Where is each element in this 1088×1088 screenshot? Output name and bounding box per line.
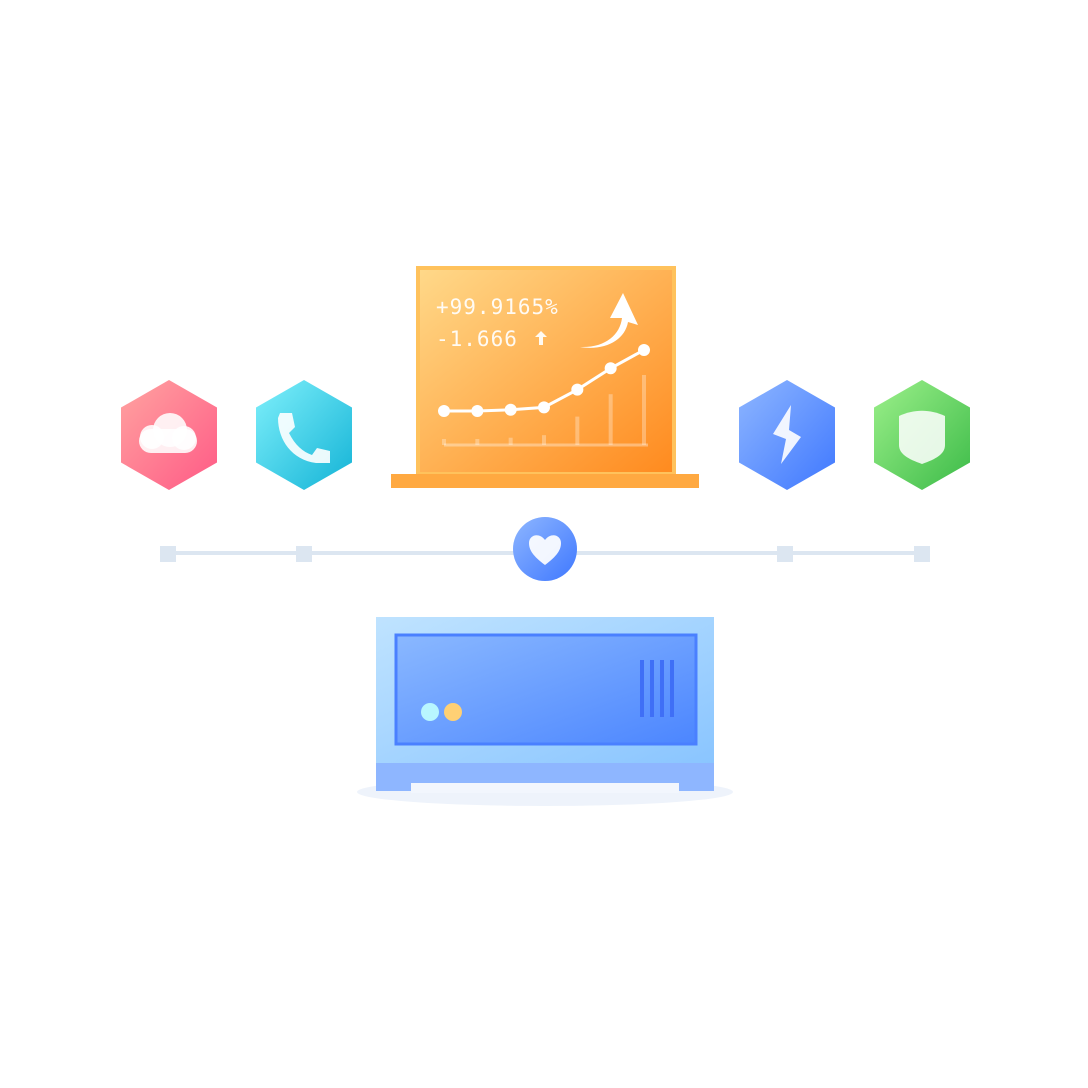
heart-icon <box>529 535 561 565</box>
board-bar <box>508 437 513 445</box>
lightning-hexagon <box>739 380 835 490</box>
trend-point <box>571 383 584 396</box>
shield-hexagon <box>874 380 970 490</box>
board-bars <box>442 375 648 447</box>
server-vent <box>640 660 674 717</box>
trend-arrow-icon <box>580 293 638 348</box>
trend-point <box>604 362 617 375</box>
connector-node <box>160 546 176 562</box>
up-arrow-small-icon <box>535 331 547 345</box>
status-light-cyan <box>421 703 439 721</box>
cloud-icon <box>139 413 197 453</box>
cloud-hexagon <box>121 380 217 490</box>
phone-icon <box>278 413 330 463</box>
lightning-icon <box>773 405 801 464</box>
board-bar <box>442 439 446 445</box>
connector-node <box>296 546 312 562</box>
trend-point <box>471 405 484 417</box>
trend-point <box>504 403 517 416</box>
trend-points <box>438 344 650 417</box>
trend-point <box>538 401 550 414</box>
status-light-yellow <box>444 703 462 721</box>
board-readout-secondary: -1.666 <box>436 327 518 351</box>
heart-badge <box>513 517 577 581</box>
board-bar <box>575 416 580 445</box>
connector-node <box>777 546 793 562</box>
shield-icon <box>899 410 945 464</box>
board-bar <box>608 394 613 445</box>
trend-point <box>638 344 650 356</box>
server-front-panel <box>394 633 698 746</box>
connector-node <box>914 546 930 562</box>
board-base <box>391 474 699 488</box>
board-bar <box>542 435 546 445</box>
board-readout-primary: +99.9165% <box>436 295 559 319</box>
stats-board: +99.9165% -1.666 <box>391 266 699 488</box>
phone-hexagon <box>256 380 352 490</box>
trend-point <box>438 405 450 417</box>
board-bar <box>475 439 480 445</box>
board-bar <box>642 375 646 445</box>
server-unit <box>357 617 733 806</box>
